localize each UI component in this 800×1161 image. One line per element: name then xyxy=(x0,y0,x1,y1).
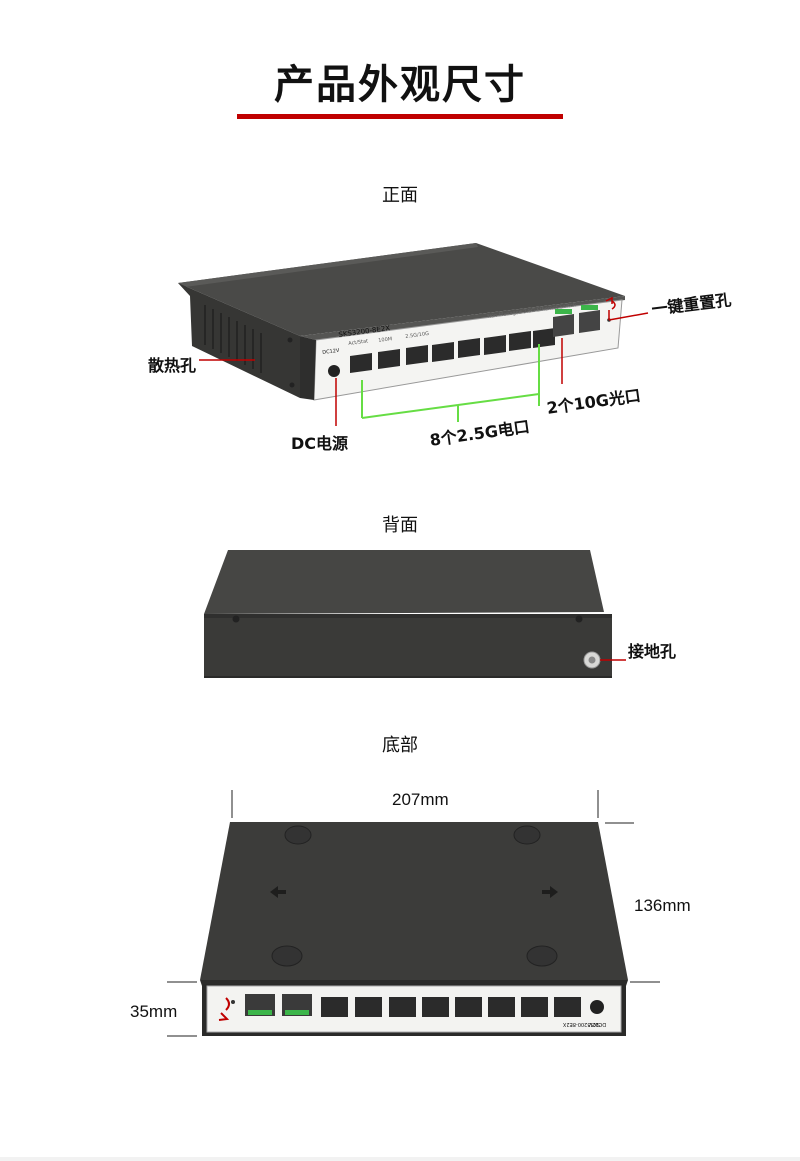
dc-jack xyxy=(328,365,340,377)
keyhole-left xyxy=(270,886,286,898)
footer-strip xyxy=(0,1157,800,1161)
back-device-top xyxy=(204,550,604,614)
callout-dc-power: DC电源 xyxy=(291,434,349,453)
sfp-port-1 xyxy=(553,314,574,337)
rj45-bracket xyxy=(361,344,540,422)
bottom-dc-jack xyxy=(590,1000,604,1014)
rj45-port-group xyxy=(350,328,555,373)
keyhole-right xyxy=(542,886,558,898)
back-section-label: 背面 xyxy=(382,515,418,536)
dimension-width: 207mm xyxy=(392,790,449,809)
front-section-label: 正面 xyxy=(382,185,418,206)
sfp-port-2 xyxy=(579,310,600,333)
page-title: 产品外观尺寸 xyxy=(274,62,526,108)
bottom-section-label: 底部 xyxy=(382,735,418,756)
back-view-illustration xyxy=(204,550,626,678)
bottom-plate xyxy=(200,822,628,980)
front-device-top xyxy=(178,243,625,336)
front-view-illustration xyxy=(178,243,649,426)
title-underline xyxy=(237,114,563,119)
callout-heat-vents: 散热孔 xyxy=(148,356,197,375)
dimension-depth: 136mm xyxy=(634,896,691,915)
back-device-rear xyxy=(204,618,612,678)
dimension-height: 35mm xyxy=(130,1002,178,1021)
front-device-side xyxy=(178,283,300,398)
bottom-panel-power-label: DC12V xyxy=(589,1021,607,1027)
callout-ground: 接地孔 xyxy=(628,642,677,661)
bottom-rj45-group xyxy=(321,997,581,1017)
